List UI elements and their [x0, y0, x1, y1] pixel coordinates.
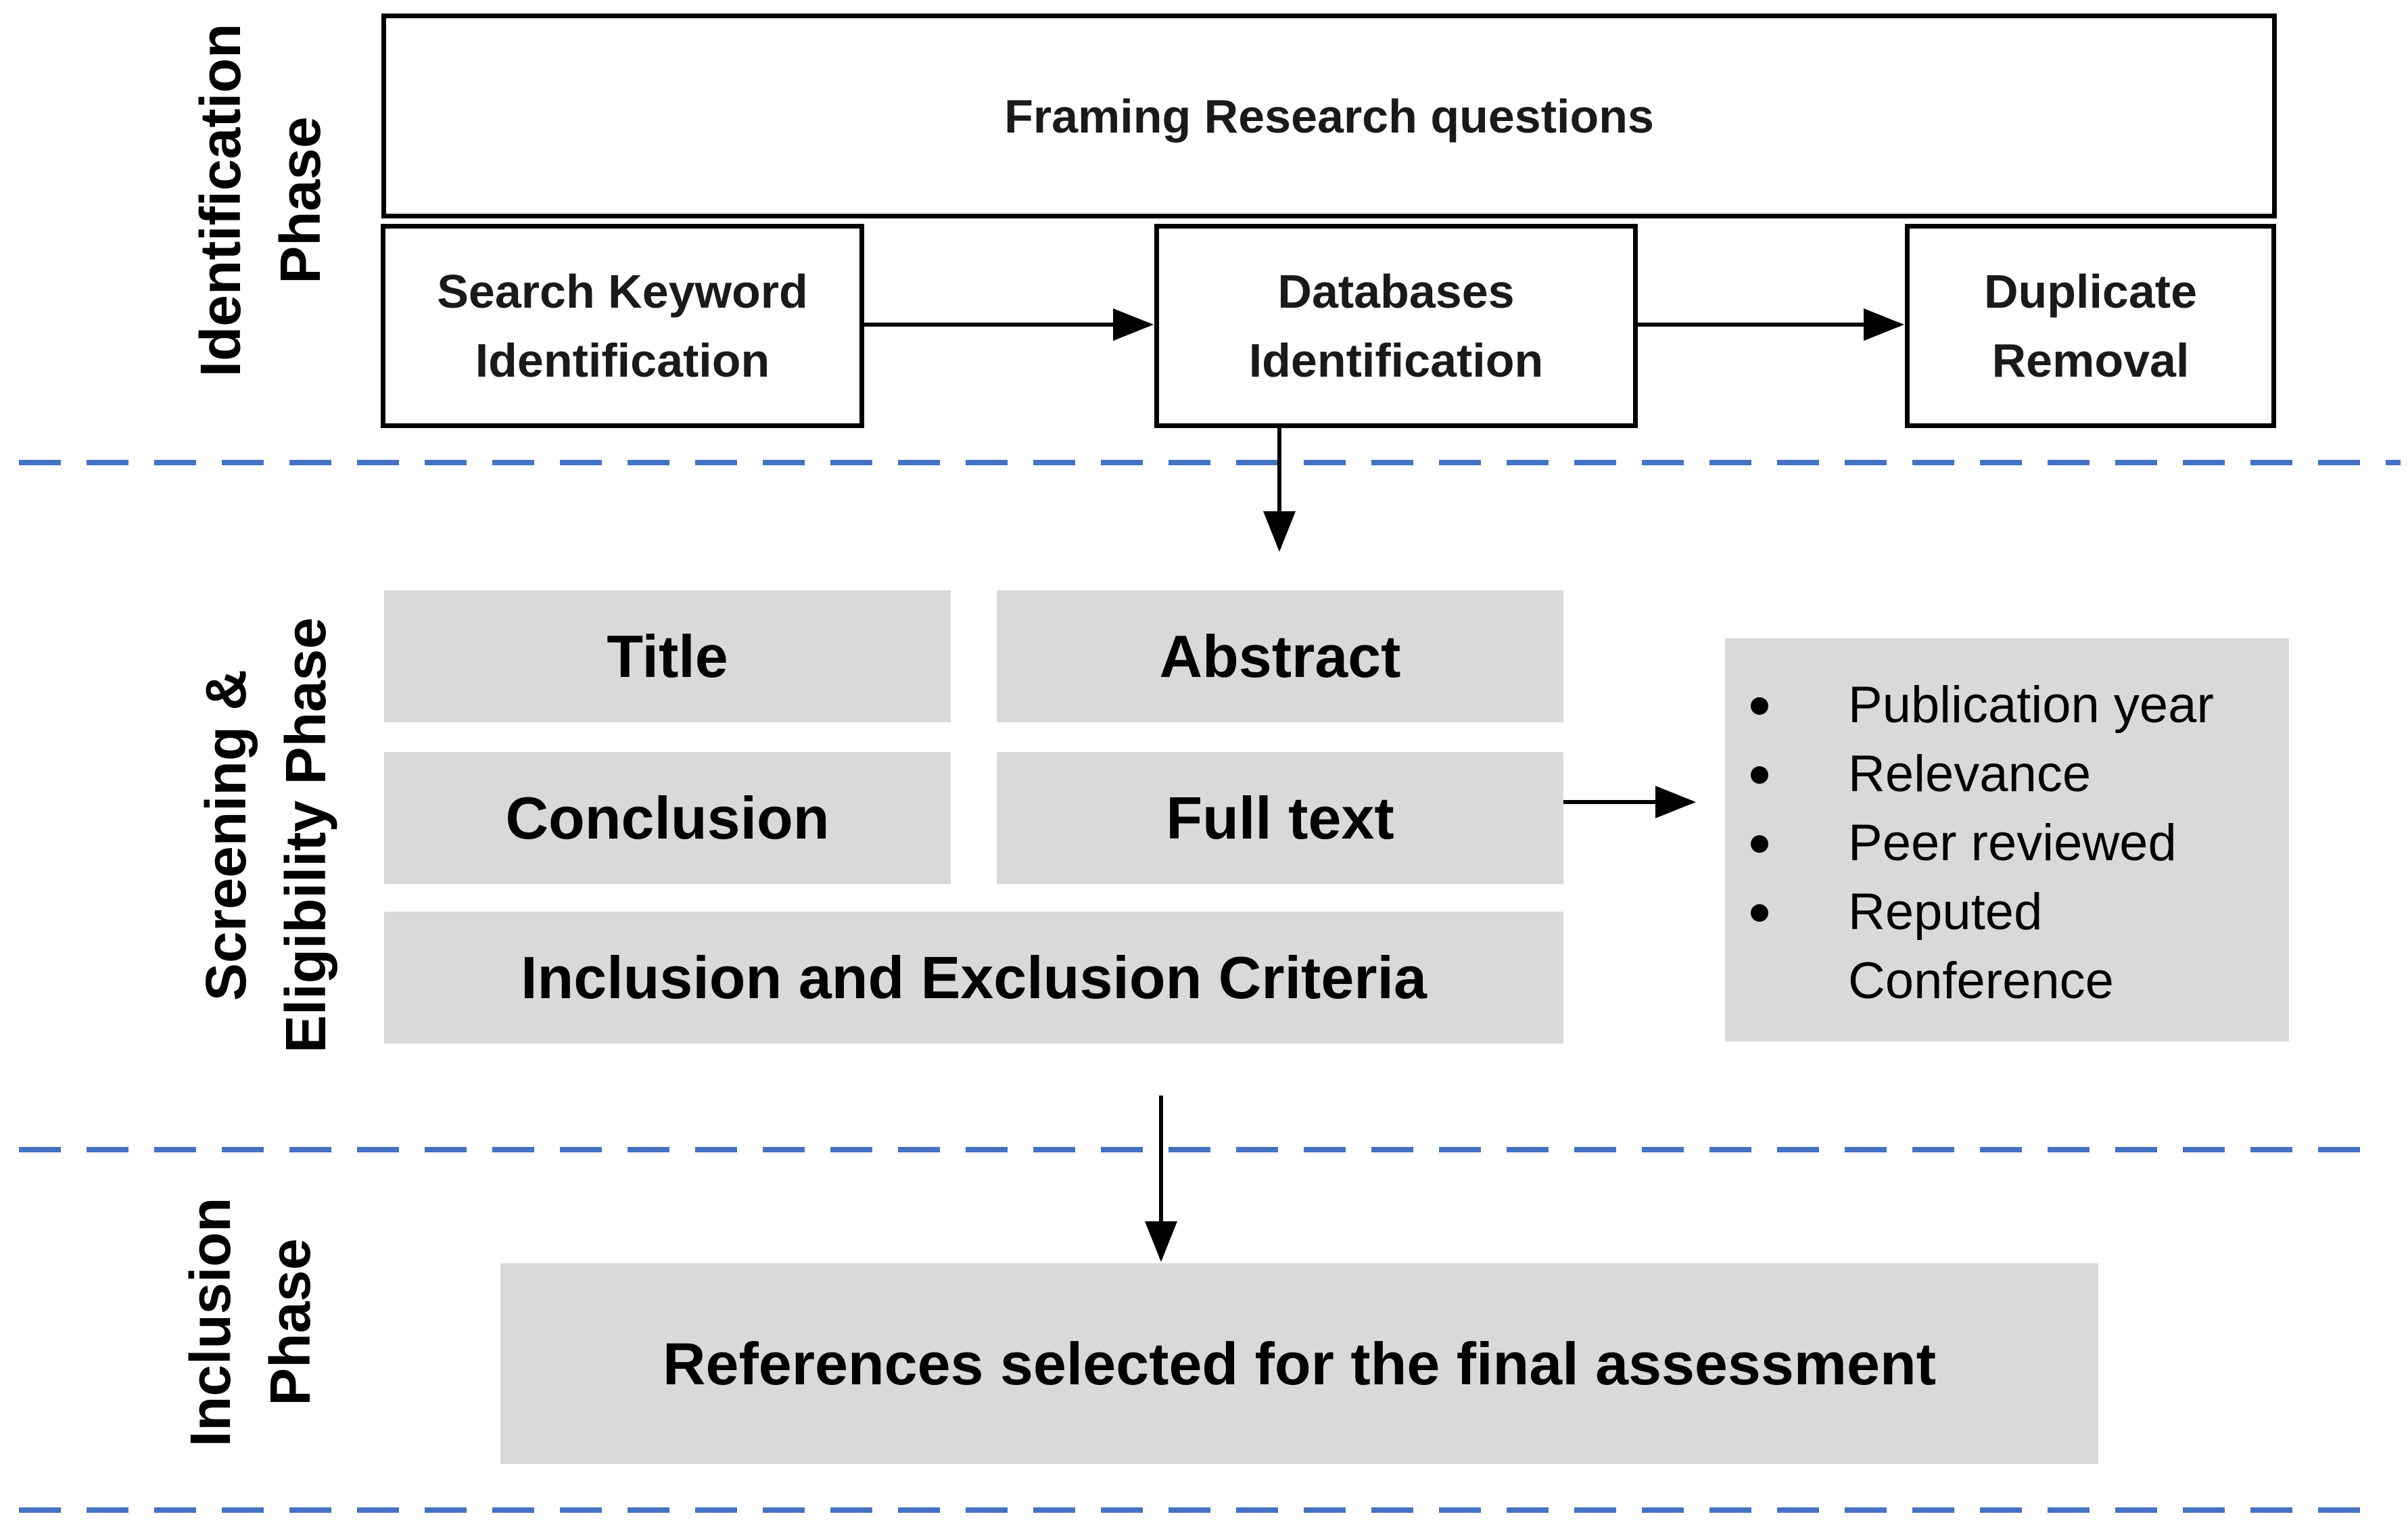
title-label: Title — [607, 622, 728, 690]
full-text-label: Full text — [1166, 784, 1394, 851]
criteria-list: Publication year Relevance Peer reviewed… — [1725, 638, 2289, 1041]
abstract-box: Abstract — [997, 590, 1563, 722]
inclusion-exclusion-criteria-box: Inclusion and Exclusion Criteria — [384, 912, 1563, 1043]
conclusion-label: Conclusion — [505, 784, 830, 851]
search-keyword-identification-box: Search Keyword Identification — [381, 224, 864, 428]
phase-label-screening: Screening & Eligibility Phase — [194, 617, 337, 1054]
full-text-box: Full text — [997, 752, 1563, 884]
bullet-icon — [1751, 835, 1768, 853]
databases-identification-box: Databases Identification — [1154, 224, 1638, 428]
duplicate-removal-box: Duplicate Removal — [1905, 224, 2276, 428]
inclusion-exclusion-criteria-label: Inclusion and Exclusion Criteria — [521, 943, 1427, 1011]
framing-research-questions-label: Framing Research questions — [1004, 89, 1654, 143]
references-selected-box: References selected for the final assess… — [500, 1263, 2098, 1464]
framing-research-questions-box: Framing Research questions — [381, 14, 2277, 218]
search-keyword-identification-label: Search Keyword Identification — [437, 265, 808, 387]
bullet-icon — [1751, 697, 1768, 715]
list-item: Reputed Conference — [1725, 878, 2289, 1010]
list-item: Peer reviewed — [1725, 809, 2289, 878]
title-box: Title — [384, 590, 951, 722]
list-item: Publication year — [1725, 671, 2289, 740]
list-item: Relevance — [1725, 740, 2289, 809]
phase-label-inclusion: Inclusion Phase — [179, 1197, 322, 1447]
references-selected-label: References selected for the final assess… — [662, 1330, 1937, 1397]
phase-label-identification: Identification Phase — [189, 23, 332, 377]
conclusion-box: Conclusion — [384, 752, 951, 884]
duplicate-removal-label: Duplicate Removal — [1983, 265, 2198, 387]
bullet-icon — [1751, 766, 1768, 784]
databases-identification-label: Databases Identification — [1248, 265, 1544, 387]
abstract-label: Abstract — [1159, 622, 1401, 690]
bullet-icon — [1751, 904, 1768, 922]
